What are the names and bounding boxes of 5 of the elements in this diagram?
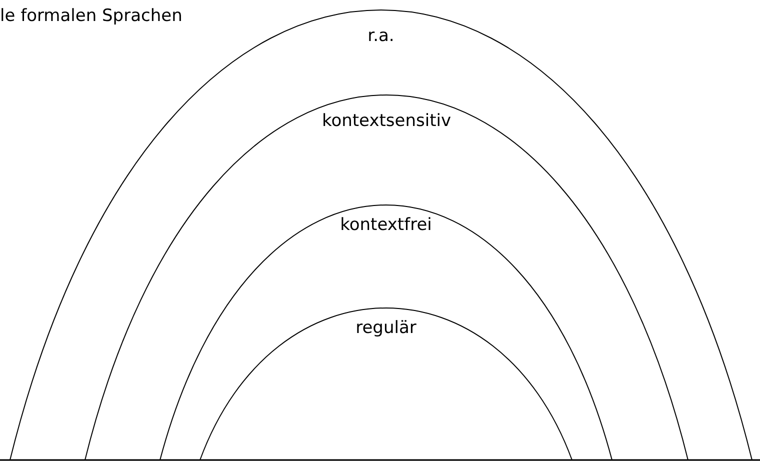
region-label: kontextfrei bbox=[340, 215, 432, 235]
set-label: le formalen Sprachen bbox=[0, 6, 182, 26]
region-label: kontextsensitiv bbox=[322, 111, 452, 131]
region-label: r.a. bbox=[368, 26, 394, 46]
region-label: regulär bbox=[356, 318, 416, 338]
